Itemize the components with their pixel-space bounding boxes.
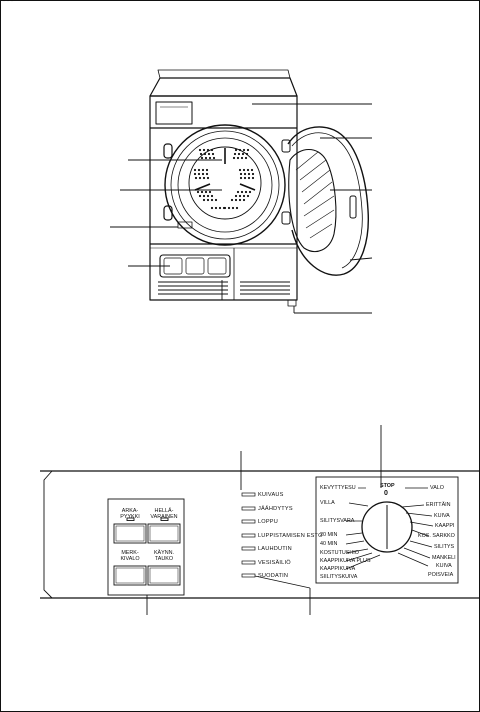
program-right-7: MANKELI — [432, 555, 456, 561]
program-dial — [361, 501, 413, 553]
fluff-filter — [288, 148, 337, 252]
drum — [188, 146, 262, 220]
program-right-6: SILITYS — [434, 544, 455, 550]
program-right-8: KUIVA — [436, 563, 452, 569]
program-left-8: KAAPPIKUIVA — [320, 566, 356, 572]
program-right-1: VALO — [430, 485, 444, 491]
leader-lines-dryer — [110, 103, 373, 314]
start-pause-button[interactable] — [148, 566, 180, 585]
signal-button[interactable] — [114, 566, 146, 585]
program-right-5: KOS. SARKKO — [418, 533, 455, 539]
program-right-2: ERITTÄIN — [426, 502, 451, 508]
dial-zero-label: 0 — [384, 490, 388, 497]
indicator-cooling: JÄÄHDYTYS — [258, 506, 293, 512]
program-left-3: SILITYSVARA — [320, 518, 355, 524]
hinge-top — [163, 143, 173, 159]
panel-buttons — [113, 517, 181, 586]
button-label-gentle: HELLÄ-VARAINEN — [150, 508, 178, 520]
gentle-button[interactable] — [148, 524, 180, 543]
program-selector-dial[interactable] — [362, 502, 412, 552]
program-right-9: POISVEIA — [428, 572, 454, 578]
button-label-start-pause: KÄYNN.TAUKO — [153, 550, 175, 562]
indicator-condenser: LAUHDUTIN — [258, 546, 292, 552]
button-label-delicate: ARKA-PYYKKI — [120, 508, 140, 520]
button-block — [107, 498, 185, 596]
program-left-1: KEVYTTYESU — [320, 485, 356, 491]
dial-stop-label: STOP — [380, 483, 395, 489]
cabinet-body — [149, 95, 298, 301]
program-left-6: KOSTUTUSHIO — [320, 550, 359, 556]
door-opening — [164, 124, 286, 246]
program-left-4: 20 MIN — [320, 532, 338, 538]
program-left-5: 40 MIN — [320, 541, 338, 547]
program-left-2: VILLA — [320, 500, 335, 506]
rating-plate — [177, 221, 193, 229]
water-container-handle — [155, 101, 193, 125]
indicator-water-container: VESISÄILIÖ — [258, 560, 291, 566]
hinge-bottom — [163, 205, 173, 221]
indicator-filter: SUODATIN — [258, 573, 289, 579]
delicate-button[interactable] — [114, 524, 146, 543]
program-right-3: KUIVA — [434, 513, 450, 519]
program-left-9: SIILITYSKUIVA — [320, 574, 358, 580]
drum-perforations — [0, 0, 255, 210]
button-label-signal: MERK-KIVALO — [120, 550, 140, 562]
indicator-anti-crease: LUPPISTAMISEN ESTO — [258, 533, 323, 539]
program-left-7: KAAPPIKUIVA PLUS — [320, 558, 371, 564]
indicator-end: LOPPU — [258, 519, 278, 525]
program-selector-frame — [315, 476, 459, 584]
indicator-drying: KUIVAUS — [258, 492, 284, 498]
open-door — [281, 126, 369, 276]
program-right-4: KAAPPI — [435, 523, 455, 529]
